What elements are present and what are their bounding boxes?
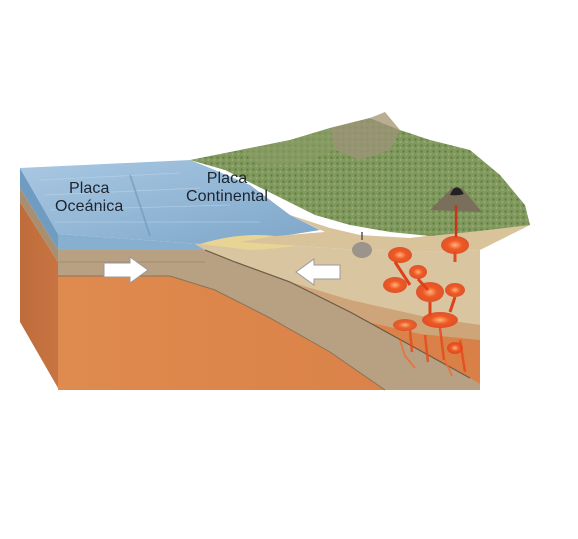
- continental-plate-label: Placa Continental: [186, 170, 268, 206]
- ocean-surface: [20, 160, 320, 244]
- magma-chambers: [352, 205, 469, 377]
- oceanic-crust: [58, 250, 480, 390]
- oceanic-plate-motion-arrow: [103, 256, 149, 284]
- continental-plate-label-line2: Continental: [186, 188, 269, 205]
- volcano: [430, 188, 482, 212]
- continental-plate-motion-arrow: [295, 258, 341, 286]
- oceanic-plate-label-line1: Placa: [68, 180, 110, 197]
- block-left-side: [20, 168, 58, 388]
- oceanic-plate-label-line2: Oceánica: [55, 198, 124, 215]
- block-top-surface: [20, 112, 530, 252]
- continental-crust: [195, 242, 480, 325]
- block-front-face: [58, 234, 480, 391]
- oceanic-plate-label: Placa Oceánica: [55, 180, 123, 216]
- continental-plate-label-line1: Placa: [206, 170, 248, 187]
